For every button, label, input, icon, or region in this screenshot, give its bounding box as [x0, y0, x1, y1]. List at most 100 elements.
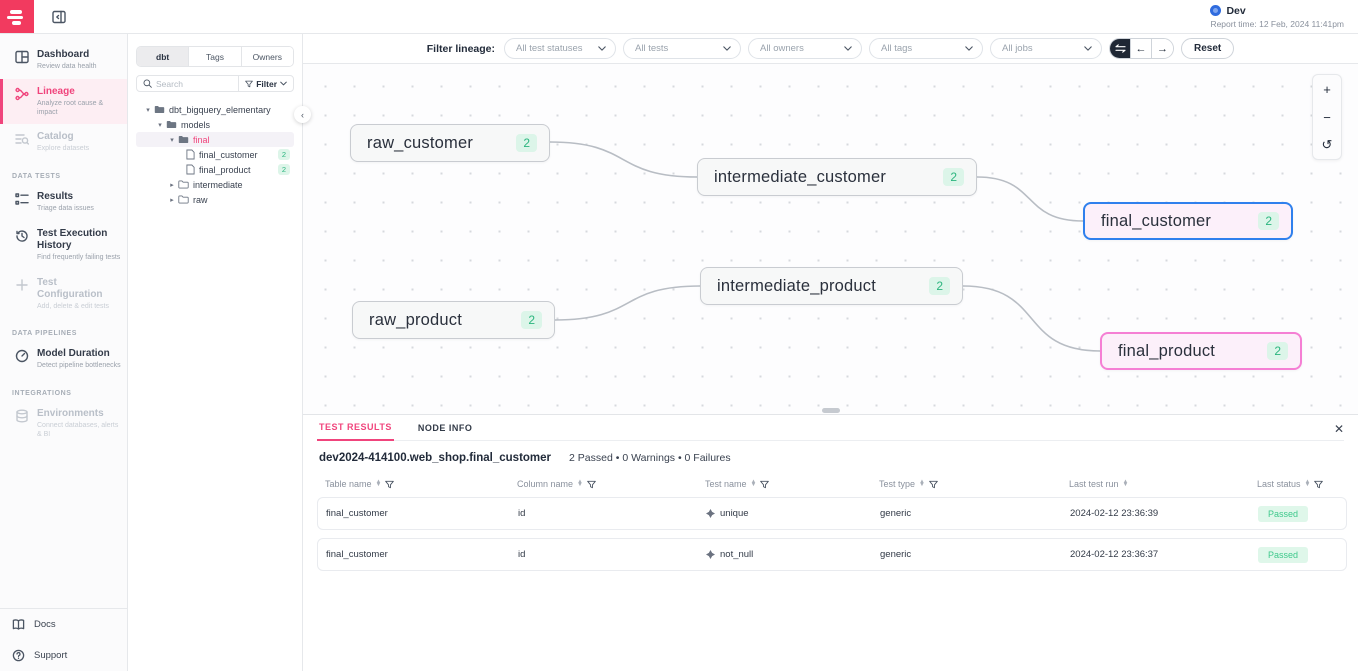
graph-node-intermediate-customer[interactable]: intermediate_customer 2: [697, 158, 977, 196]
report-time: Report time: 12 Feb, 2024 11:41pm: [1210, 18, 1344, 29]
sidebar-item-docs[interactable]: Docs: [0, 609, 127, 640]
table-header-row: Table name▲▼ Column name▲▼ Test name▲▼ T…: [317, 473, 1347, 497]
node-label: intermediate_customer: [714, 167, 887, 186]
sidebar-item-sublabel: Review data health: [37, 63, 97, 70]
support-question-icon: [12, 649, 25, 662]
filter-funnel-icon[interactable]: [1314, 480, 1324, 489]
sidebar-item-sublabel: Detect pipeline bottlenecks: [37, 362, 121, 370]
sidebar-item-model-duration[interactable]: Model Duration Detect pipeline bottlenec…: [0, 341, 127, 378]
tree-item-models[interactable]: ▾ models: [136, 117, 294, 132]
tree-item-intermediate[interactable]: ▸ intermediate: [136, 177, 294, 192]
node-label: raw_customer: [367, 133, 474, 152]
filter-funnel-icon[interactable]: [385, 480, 395, 489]
sort-icon[interactable]: ▲▼: [577, 479, 583, 488]
tree-item-label: intermediate: [193, 179, 243, 190]
folder-icon: [166, 120, 177, 129]
test-count-badge: 2: [277, 164, 290, 175]
file-icon: [186, 164, 195, 175]
sidebar-item-lineage[interactable]: Lineage Analyze root cause & impact: [0, 78, 127, 125]
results-icon: [15, 193, 29, 205]
tree-item-raw[interactable]: ▸ raw: [136, 192, 294, 207]
sort-icon[interactable]: ▲▼: [1122, 479, 1129, 488]
tree-item-final-customer[interactable]: final_customer 2: [136, 147, 294, 162]
chevron-down-icon: [844, 46, 852, 51]
sidebar-item-support[interactable]: Support: [0, 640, 127, 671]
tree-search-input[interactable]: [156, 78, 226, 89]
sidebar-item-sublabel: Triage data issues: [37, 205, 94, 212]
sidebar-item-dashboard[interactable]: Dashboard Review data health: [0, 42, 127, 79]
sidebar-item-test-configuration[interactable]: Test Configuration Add, delete & edit te…: [0, 270, 127, 319]
sort-icon[interactable]: ▲▼: [919, 479, 925, 488]
folder-outline-icon: [178, 195, 189, 204]
owners-select[interactable]: All owners: [748, 38, 862, 59]
sidebar-item-label: Dashboard: [37, 49, 90, 60]
sidebar-item-label: Docs: [34, 618, 56, 630]
dashboard-icon: [15, 50, 29, 64]
node-label: final_customer: [1101, 211, 1212, 230]
tab-dbt[interactable]: dbt: [137, 47, 190, 66]
environment-name[interactable]: Dev: [1226, 4, 1246, 17]
tree-item-label: models: [181, 119, 211, 130]
tree-item-final-product[interactable]: final_product 2: [136, 162, 294, 177]
swap-arrows-icon: [1114, 44, 1126, 53]
filter-funnel-icon[interactable]: [587, 480, 596, 489]
environment-info: Dev Report time: 12 Feb, 2024 11:41pm: [1210, 5, 1344, 29]
jobs-select[interactable]: All jobs: [990, 38, 1102, 59]
sidebar-item-results[interactable]: Results Triage data issues: [0, 184, 127, 221]
tree-item-final[interactable]: ▾ final: [136, 132, 294, 147]
test-statuses-select[interactable]: All test statuses: [504, 38, 616, 59]
filter-funnel-icon[interactable]: [929, 480, 938, 489]
tab-test-results[interactable]: TEST RESULTS: [317, 422, 394, 441]
graph-node-final-customer[interactable]: final_customer 2: [1083, 202, 1293, 240]
table-row[interactable]: final_customer id unique generic 2024-02…: [317, 497, 1347, 530]
table-row[interactable]: final_customer id not_null generic 2024-…: [317, 538, 1347, 571]
sort-icon[interactable]: ▲▼: [1304, 479, 1311, 488]
upstream-arrow-button[interactable]: ←: [1131, 39, 1152, 58]
tree-item-dbt-bigquery-elementary[interactable]: ▾ dbt_bigquery_elementary: [136, 102, 294, 117]
sidebar: Dashboard Review data health Lineage Ana…: [0, 34, 128, 671]
graph-node-raw-product[interactable]: raw_product 2: [352, 301, 555, 339]
caret-expanded-icon[interactable]: ▾: [170, 136, 174, 144]
lineage-canvas[interactable]: raw_customer 2 intermediate_customer 2 f…: [303, 64, 1358, 414]
top-header: Dev Report time: 12 Feb, 2024 11:41pm: [0, 0, 1358, 34]
tests-select[interactable]: All tests: [623, 38, 741, 59]
caret-collapsed-icon[interactable]: ▸: [170, 181, 174, 189]
tree-item-label: final_product: [199, 164, 251, 175]
tab-node-info[interactable]: NODE INFO: [417, 423, 473, 433]
lineage-tree-panel: dbt Tags Owners Filter ▾ dbt_bigquery_el…: [128, 34, 311, 671]
elementary-logo-icon[interactable]: [0, 0, 34, 33]
sidebar-item-catalog[interactable]: Catalog Explore datasets: [0, 124, 127, 161]
both-directions-button[interactable]: [1110, 39, 1131, 58]
graph-node-raw-customer[interactable]: raw_customer 2: [350, 124, 550, 162]
caret-expanded-icon[interactable]: ▾: [146, 106, 150, 114]
sort-icon[interactable]: ▲▼: [750, 479, 757, 488]
sidebar-item-environments[interactable]: Environments Connect databases, alerts &…: [0, 401, 127, 447]
folder-icon: [154, 105, 165, 114]
zoom-in-button[interactable]: +: [1323, 81, 1331, 97]
cell-test-name: not_null: [698, 549, 872, 560]
tree-item-label: final: [193, 134, 210, 145]
sort-icon[interactable]: ▲▼: [375, 479, 382, 488]
downstream-arrow-button[interactable]: →: [1152, 39, 1173, 58]
zoom-out-button[interactable]: −: [1323, 109, 1331, 125]
tree-filter-button[interactable]: Filter: [238, 76, 293, 91]
node-test-count-badge: 2: [1258, 212, 1279, 230]
graph-node-intermediate-product[interactable]: intermediate_product 2: [700, 267, 963, 305]
tab-owners[interactable]: Owners: [241, 47, 293, 66]
reset-button[interactable]: Reset: [1181, 38, 1235, 59]
close-icon[interactable]: ✕: [1333, 422, 1344, 436]
graph-node-final-product[interactable]: final_product 2: [1100, 332, 1302, 370]
sidebar-toggle-button[interactable]: [44, 2, 74, 32]
tree-panel-collapse-button[interactable]: ‹: [294, 106, 311, 123]
tags-select[interactable]: All tags: [869, 38, 983, 59]
caret-collapsed-icon[interactable]: ▸: [170, 196, 174, 204]
tree-search-row: Filter: [136, 75, 294, 92]
zoom-reset-button[interactable]: ↺: [1321, 137, 1333, 152]
docs-book-icon: [12, 619, 25, 630]
sidebar-item-test-execution-history[interactable]: Test Execution History Find frequently f…: [0, 221, 127, 270]
filter-funnel-icon[interactable]: [760, 480, 770, 489]
caret-expanded-icon[interactable]: ▾: [158, 121, 162, 129]
tab-tags[interactable]: Tags: [189, 47, 242, 66]
panel-resize-handle[interactable]: [821, 408, 840, 413]
left-arrow-icon: ←: [1135, 42, 1147, 55]
